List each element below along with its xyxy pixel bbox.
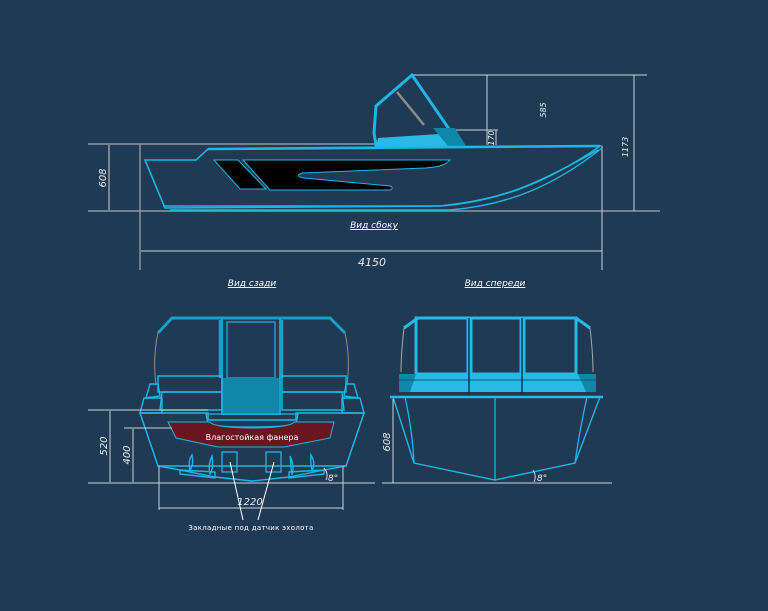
front-right-flare (574, 396, 588, 464)
front-view: Вид спереди 608 8° (382, 279, 612, 484)
dim-transom-height: 520 (99, 436, 110, 455)
rear-view: Вид сзади Влагостойкая фанера (88, 279, 375, 532)
front-left-flare (404, 396, 415, 464)
strake-1 (188, 453, 194, 472)
rear-deadrise-angle: 8° (328, 474, 338, 484)
dim-plywood-height: 400 (122, 445, 133, 464)
rear-door-panel (223, 378, 279, 414)
console-shade (433, 128, 466, 146)
transducer-mount-right (265, 451, 282, 473)
front-window-right (522, 316, 578, 376)
dim-total-height: 1173 (621, 137, 630, 157)
rear-left-chine (179, 469, 216, 479)
hull-side (143, 145, 603, 209)
rear-right-seat-top (281, 375, 347, 393)
front-deadrise-angle: 8° (537, 474, 547, 484)
rear-roof (156, 316, 347, 335)
gunwale (207, 144, 601, 151)
rear-right-side-2 (341, 397, 365, 414)
front-left-pillar (400, 327, 405, 373)
leader-line-right (257, 461, 275, 521)
side-view-label: Вид сбоку (350, 221, 399, 231)
front-window-left (414, 316, 470, 376)
plywood-panel (167, 421, 335, 448)
rear-right-pillar (344, 332, 349, 386)
rear-right-chine (288, 469, 325, 479)
dim-bottom-width: 1220 (237, 497, 262, 508)
transducer-mount-left (221, 451, 238, 473)
rear-angle-arc (323, 467, 328, 481)
front-window-center (469, 316, 523, 376)
chine-line-2 (170, 147, 603, 211)
windshield-pillar (396, 91, 425, 126)
side-view: 608 585 170 1173 4150 Вид сбоку (88, 72, 660, 270)
front-dim-hull-height: 608 (382, 432, 393, 451)
dim-hull-height: 608 (98, 168, 109, 187)
stripe-1 (212, 159, 268, 190)
rear-left-pillar (154, 332, 159, 386)
plywood-label: Влагостойкая фанера (206, 433, 299, 442)
rear-left-side-2 (139, 397, 163, 414)
dim-console-height: 170 (487, 130, 496, 145)
strake-3 (289, 455, 294, 477)
leader-line-left (229, 461, 244, 521)
rear-door-window (226, 321, 276, 379)
stripe-2 (241, 159, 452, 191)
dim-length: 4150 (358, 256, 386, 269)
front-angle-arc (532, 469, 536, 483)
front-right-pillar (589, 327, 594, 373)
transducer-label: Закладные под датчик эхолота (188, 524, 313, 532)
front-console-face (410, 374, 586, 392)
rear-left-seat-front (159, 391, 223, 411)
strake-2 (208, 453, 214, 476)
front-hull-outline (392, 396, 601, 481)
rear-bottom (157, 465, 347, 482)
rear-left-seat-top (157, 375, 223, 393)
rear-right-seat-front (281, 391, 345, 411)
rear-hull-outline (138, 412, 366, 467)
rear-view-label: Вид сзади (228, 279, 277, 289)
rear-left-side-1 (145, 383, 161, 399)
strake-4 (310, 452, 315, 472)
chine-line-1 (163, 149, 599, 207)
dim-windshield-height: 585 (539, 102, 548, 117)
front-view-label: Вид спереди (465, 279, 526, 289)
windshield-frame (372, 72, 463, 147)
